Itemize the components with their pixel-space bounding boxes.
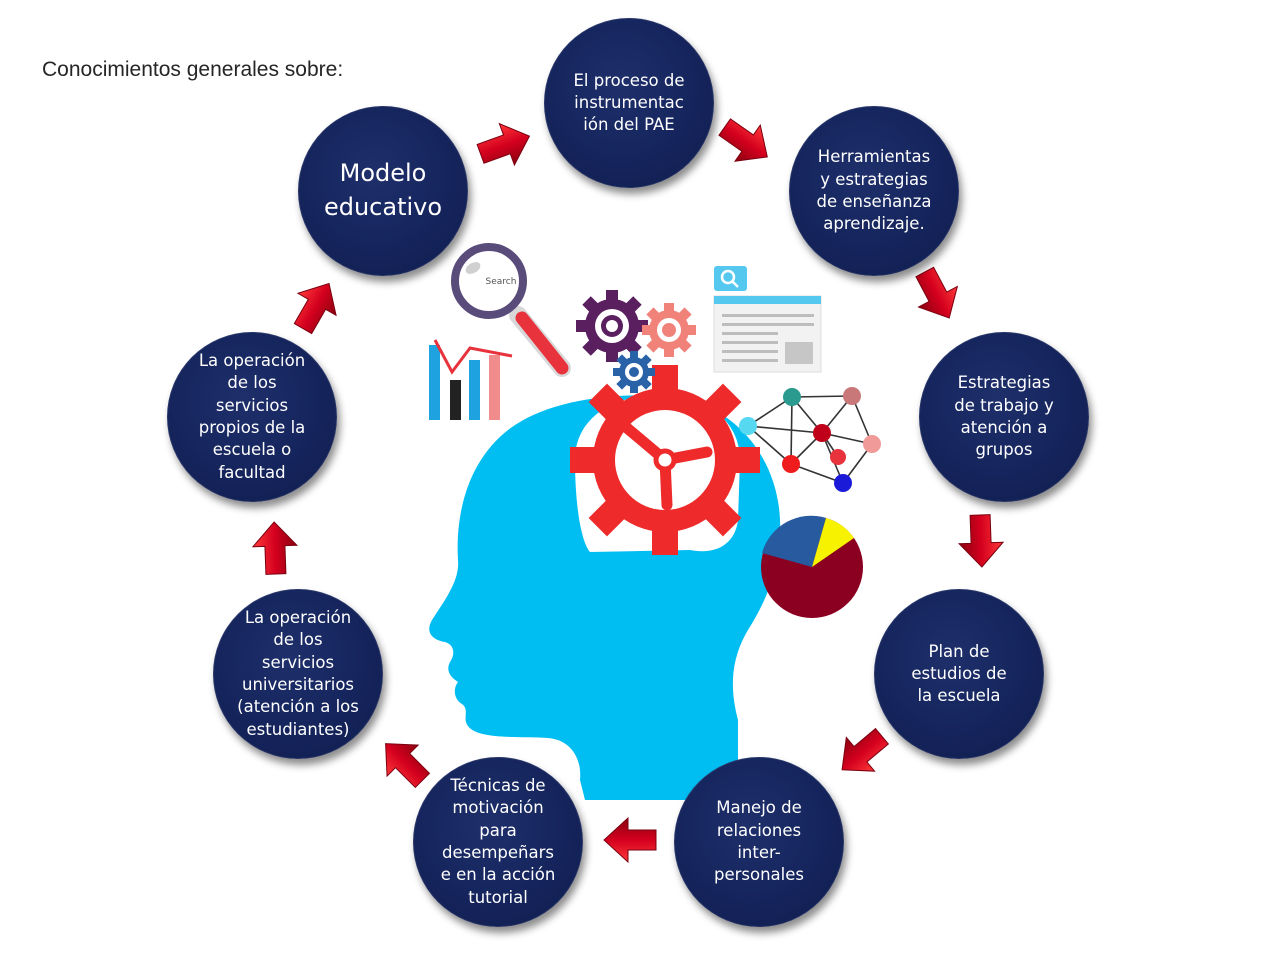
node-plan-estudios: Plan de estudios de la escuela <box>874 589 1044 759</box>
node-herramientas: Herramientas y estrategias de enseñanza … <box>789 106 959 276</box>
big-gear-icon <box>570 365 760 555</box>
network-icon <box>739 387 881 492</box>
arrow-8 <box>251 521 299 575</box>
node-servicios-universitarios: La operación de los servicios universita… <box>213 589 383 759</box>
blue-gear-icon <box>613 351 655 393</box>
node-tecnicas-motivacion: Técnicas de motivación para desempeñars … <box>413 757 583 927</box>
arrow-1 <box>476 122 531 167</box>
arrow-4 <box>957 514 1005 568</box>
document-search-icon <box>713 266 822 373</box>
diagram-title: Conocimientos generales sobre: <box>42 58 344 81</box>
arrow-9 <box>293 282 337 335</box>
arrow-2 <box>718 118 768 162</box>
magnifier-icon: Search <box>451 243 571 377</box>
node-manejo-relaciones: Manejo de relaciones inter- personales <box>674 757 844 927</box>
node-estrategias-trabajo: Estrategias de trabajo y atención a grup… <box>919 332 1089 502</box>
node-servicios-propios: La operación de los servicios propios de… <box>167 332 337 502</box>
node-modelo-educativo: Modelo educativo <box>298 106 468 276</box>
pink-gear-icon <box>642 303 696 357</box>
bar-chart-icon <box>429 339 513 420</box>
arrow-7 <box>385 743 431 789</box>
search-icon-text: Search <box>486 277 517 287</box>
cycle-arrows <box>251 118 1005 864</box>
arrow-6 <box>603 816 657 864</box>
arrow-5 <box>841 727 890 772</box>
node-proceso-pae: El proceso de instrumentac ión del PAE <box>544 18 714 188</box>
pie-chart-icon <box>761 515 863 618</box>
arrow-3 <box>915 266 959 319</box>
